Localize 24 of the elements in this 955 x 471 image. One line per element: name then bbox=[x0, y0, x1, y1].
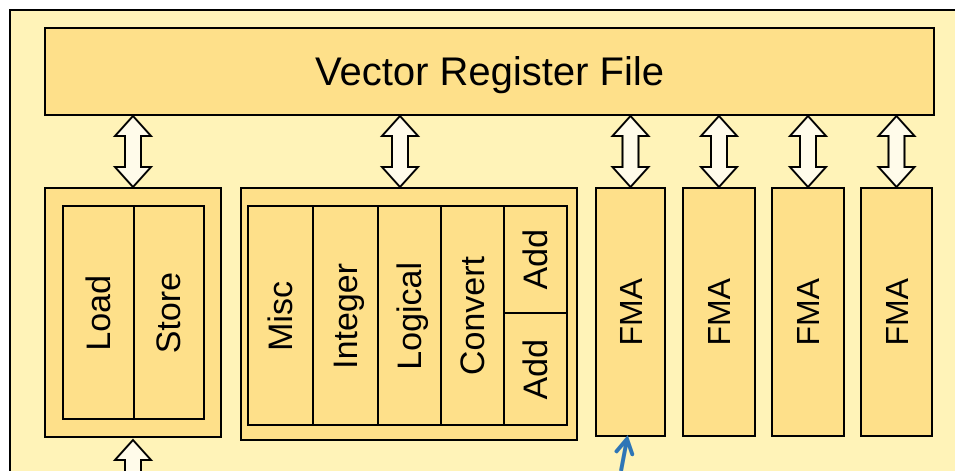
double-arrow bbox=[112, 114, 154, 188]
arrow bbox=[614, 437, 634, 471]
double-arrow bbox=[876, 114, 917, 188]
unit-cell: FMA bbox=[682, 187, 756, 437]
unit-cell: Load bbox=[62, 205, 135, 420]
unit-cell: Add bbox=[503, 312, 568, 426]
double-arrow bbox=[112, 438, 154, 471]
unit-cell: Misc bbox=[247, 205, 314, 426]
unit-group-box bbox=[44, 187, 222, 438]
unit-cell: Add bbox=[503, 205, 568, 314]
unit-cell: Logical bbox=[377, 205, 442, 426]
register-file-box: Vector Register File bbox=[44, 27, 935, 116]
double-arrow bbox=[698, 114, 740, 188]
unit-cell: Convert bbox=[440, 205, 505, 426]
double-arrow bbox=[788, 114, 828, 188]
unit-cell: Integer bbox=[312, 205, 379, 426]
double-arrow bbox=[380, 114, 420, 188]
unit-group-box bbox=[240, 187, 578, 441]
processor-background bbox=[9, 9, 955, 471]
unit-cell: FMA bbox=[771, 187, 845, 437]
unit-cell: FMA bbox=[595, 187, 666, 437]
unit-cell: Store bbox=[133, 205, 205, 420]
double-arrow bbox=[610, 114, 651, 188]
unit-cell: FMA bbox=[860, 187, 933, 437]
